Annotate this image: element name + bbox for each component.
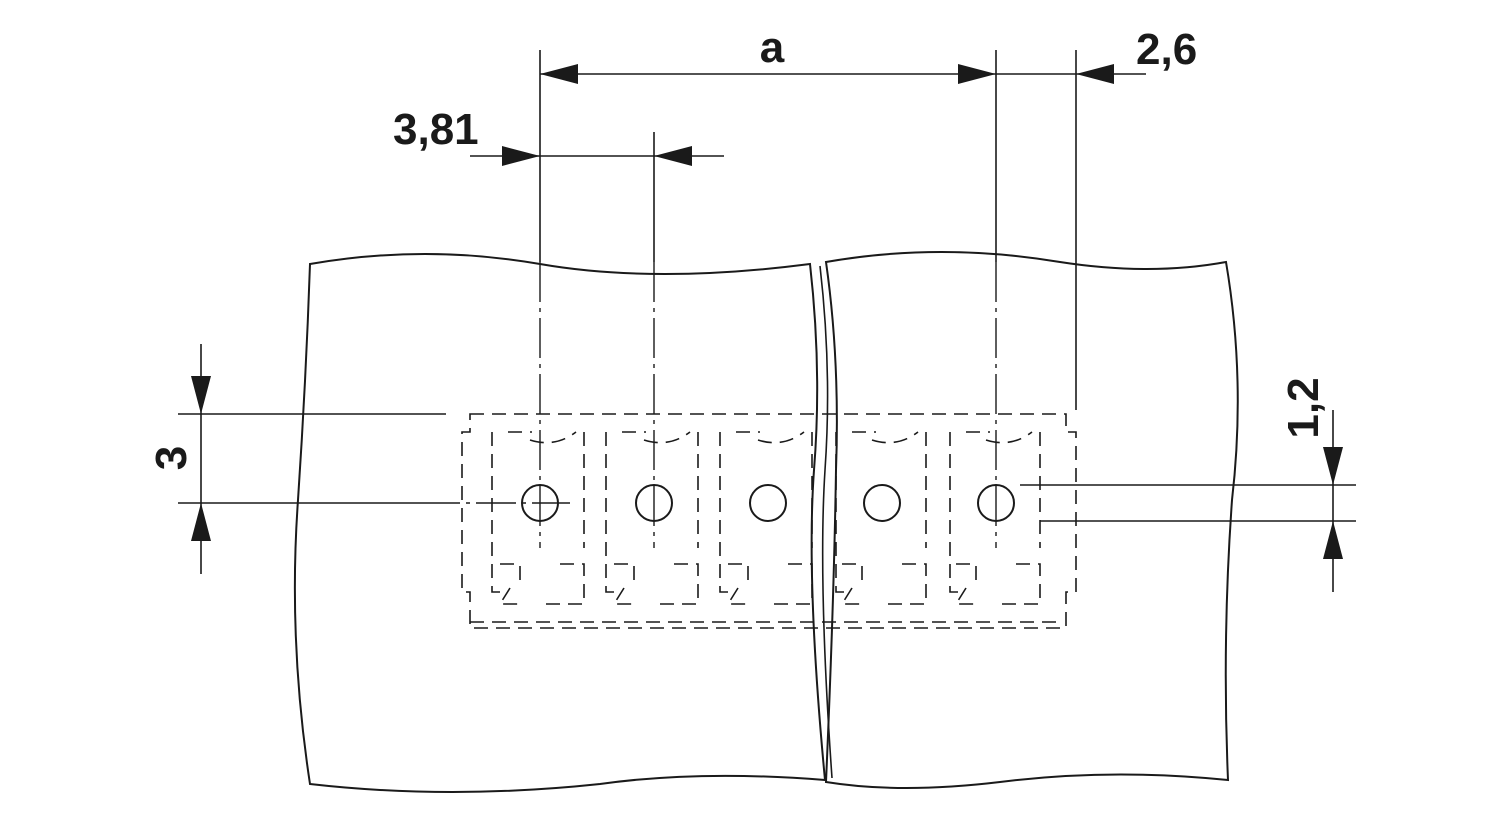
dimension-a: a: [540, 23, 996, 84]
dimension-hole: 1,2: [1020, 377, 1356, 592]
center-lines: [420, 50, 1077, 548]
pin-hole-4: [863, 484, 901, 522]
dimension-pitch-label: 3,81: [393, 105, 479, 154]
dimension-height: 3: [147, 344, 446, 574]
break-seam: [819, 265, 833, 779]
pin-holes: [521, 484, 1015, 522]
dimension-height-label: 3: [147, 446, 196, 470]
pin-cell-1: [491, 431, 585, 605]
pin-cells: [491, 431, 1041, 605]
dimension-offset-label: 2,6: [1136, 25, 1197, 74]
pin-cell-2: [605, 431, 699, 605]
pin-cell-3: [719, 431, 813, 605]
pin-cell-4: [835, 431, 927, 605]
pin-cell-5: [949, 431, 1041, 605]
dimension-hole-label: 1,2: [1279, 377, 1328, 438]
connector-body: [461, 413, 1077, 629]
dimension-pitch: 3,81: [393, 105, 724, 166]
dimension-offset: 2,6: [996, 25, 1197, 84]
pin-hole-3: [749, 484, 787, 522]
board-outline-right: [824, 251, 1239, 789]
board-outline-left: [293, 253, 827, 793]
dimension-a-label: a: [760, 23, 785, 72]
